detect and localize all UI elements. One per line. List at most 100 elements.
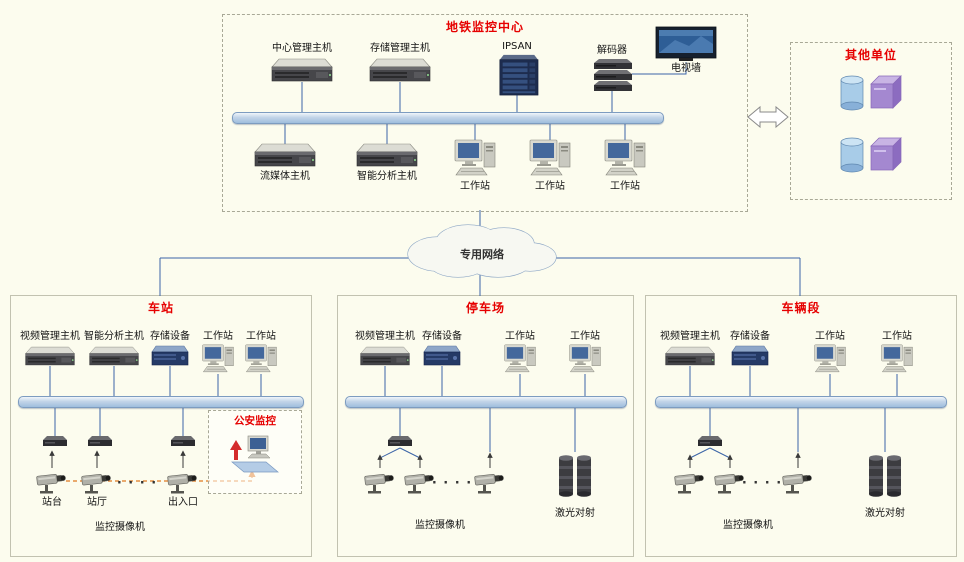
rack-server-icon xyxy=(664,343,716,369)
cctv-camera-icon xyxy=(35,468,69,496)
workstation-icon xyxy=(201,343,235,376)
station-encoder-3 xyxy=(170,434,196,448)
police-monitor-box: 公安监控 xyxy=(208,410,302,494)
camera-group-label: 监控摄像机 xyxy=(95,522,145,533)
depot-video-mgmt-host: 视频管理主机 xyxy=(660,330,720,369)
depot-camera-3 xyxy=(781,468,815,496)
device-label: 电视墙 xyxy=(671,63,701,74)
other-units-box: 其他单位 xyxy=(790,42,952,200)
cctv-camera-icon xyxy=(673,468,707,496)
parking-video-mgmt-host: 视频管理主机 xyxy=(355,330,415,369)
cctv-camera-icon xyxy=(473,468,507,496)
station-workstation-1: 工作站 xyxy=(201,330,235,376)
device-workstation-3: 工作站 xyxy=(603,138,647,193)
device-label: 视频管理主机 xyxy=(355,331,415,342)
device-label: 工作站 xyxy=(815,331,845,342)
db-server-group-1 xyxy=(835,70,905,116)
police-monitor-icon xyxy=(226,426,282,476)
backbone-bus-depot xyxy=(655,396,947,408)
network-connectors xyxy=(49,62,898,459)
workstation-icon xyxy=(244,343,278,376)
camera-label: 站台 xyxy=(42,497,62,508)
database-server-icon xyxy=(835,132,905,178)
backbone-bus-parking xyxy=(345,396,627,408)
workstation-icon xyxy=(453,138,497,180)
device-analysis-host: 智能分析主机 xyxy=(355,140,419,183)
exchange-arrow-icon xyxy=(747,105,789,129)
device-label: 存储设备 xyxy=(422,331,462,342)
device-label: 存储设备 xyxy=(150,331,190,342)
parking-box: 停车场 xyxy=(337,295,634,557)
device-label: 工作站 xyxy=(460,181,490,192)
db-server-group-2 xyxy=(835,132,905,178)
station-box: 车站 xyxy=(10,295,312,557)
parking-camera-3 xyxy=(473,468,507,496)
device-label: IPSAN xyxy=(502,41,532,52)
camera-uplink-arrows xyxy=(49,450,801,468)
device-label: 智能分析主机 xyxy=(84,331,144,342)
workstation-icon xyxy=(603,138,647,180)
station-encoder-2 xyxy=(87,434,113,448)
ipsan-icon xyxy=(494,53,540,97)
depot-workstation-1: 工作站 xyxy=(813,330,847,376)
parking-storage-device: 存储设备 xyxy=(422,330,462,369)
parking-encoder xyxy=(387,434,413,448)
device-workstation-1: 工作站 xyxy=(453,138,497,193)
ellipsis-indicator: · · · · xyxy=(431,476,473,491)
backbone-bus-station xyxy=(18,396,304,408)
depot-workstation-2: 工作站 xyxy=(880,330,914,376)
storage-server-icon xyxy=(422,343,462,369)
device-workstation-2: 工作站 xyxy=(528,138,572,193)
laser-label: 激光对射 xyxy=(865,508,905,519)
camera-group-label: 监控摄像机 xyxy=(723,520,773,531)
device-streaming-host: 流媒体主机 xyxy=(253,140,317,183)
workstation-icon xyxy=(813,343,847,376)
workstation-icon xyxy=(503,343,537,376)
cctv-camera-icon xyxy=(166,468,200,496)
station-workstation-2: 工作站 xyxy=(244,330,278,376)
station-encoder-1 xyxy=(42,434,68,448)
laser-label: 激光对射 xyxy=(555,508,595,519)
camera-label: 出入口 xyxy=(168,497,198,508)
other-units-title: 其他单位 xyxy=(844,48,897,62)
parking-workstation-1: 工作站 xyxy=(503,330,537,376)
monitor-center-title: 地铁监控中心 xyxy=(445,20,524,34)
device-label: 工作站 xyxy=(570,331,600,342)
storage-server-icon xyxy=(730,343,770,369)
backbone-bus-center xyxy=(232,112,664,124)
workstation-icon xyxy=(880,343,914,376)
device-label: 视频管理主机 xyxy=(660,331,720,342)
device-label: 工作站 xyxy=(203,331,233,342)
camera-label: 站厅 xyxy=(87,497,107,508)
device-label: 中心管理主机 xyxy=(272,43,332,54)
depot-title: 车辆段 xyxy=(781,301,821,315)
device-label: 智能分析主机 xyxy=(357,171,417,182)
rack-server-icon xyxy=(270,55,334,85)
storage-server-icon xyxy=(150,343,190,369)
network-cloud-label: 专用网络 xyxy=(460,248,504,261)
encoder-icon xyxy=(87,434,113,448)
encoder-icon xyxy=(697,434,723,448)
tv-wall-icon xyxy=(655,26,717,62)
depot-laser-detector xyxy=(865,452,905,500)
police-monitor-title: 公安监控 xyxy=(234,415,276,427)
encoder-icon xyxy=(387,434,413,448)
encoder-icon xyxy=(42,434,68,448)
device-label: 视频管理主机 xyxy=(20,331,80,342)
device-label: 解码器 xyxy=(597,45,627,56)
rack-server-icon xyxy=(359,343,411,369)
device-label: 工作站 xyxy=(535,181,565,192)
camera-platform: 站台 xyxy=(35,468,69,509)
device-storage-mgmt-host: 存储管理主机 xyxy=(368,42,432,85)
depot-camera-1 xyxy=(673,468,707,496)
ellipsis-indicator: · · · · xyxy=(116,476,158,491)
device-label: 存储管理主机 xyxy=(370,43,430,54)
workstation-icon xyxy=(528,138,572,180)
rack-server-icon xyxy=(24,343,76,369)
device-label: 流媒体主机 xyxy=(260,171,310,182)
ellipsis-indicator: · · · · xyxy=(741,476,783,491)
monitor-center-box: 地铁监控中心 xyxy=(222,14,748,212)
cctv-camera-icon xyxy=(80,468,114,496)
database-server-icon xyxy=(835,70,905,116)
device-label: 工作站 xyxy=(882,331,912,342)
